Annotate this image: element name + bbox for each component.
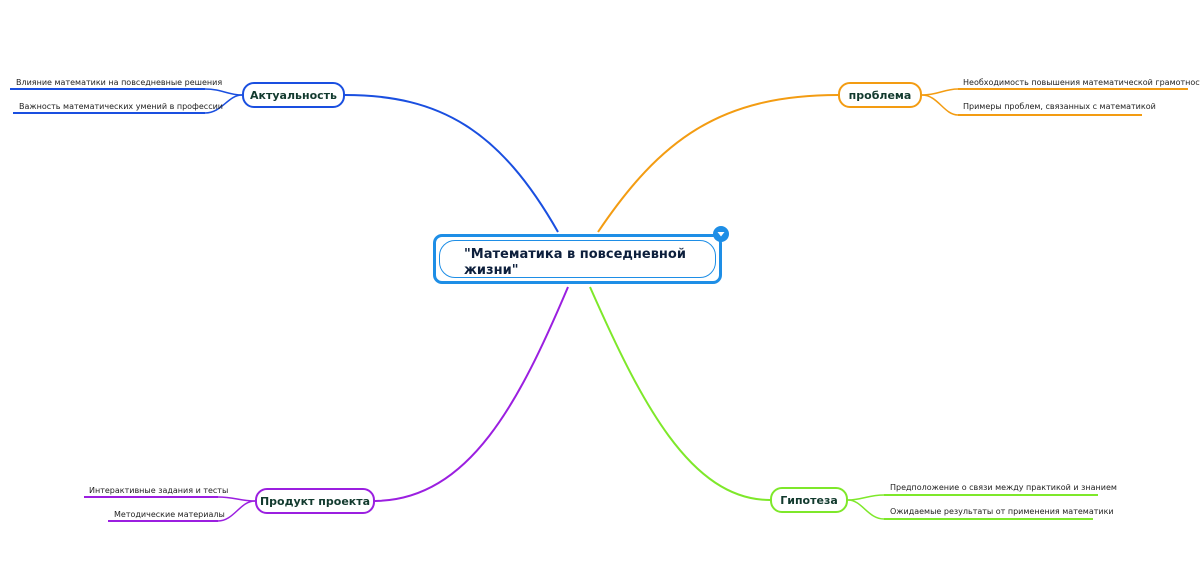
- triangle-down-icon: [717, 232, 725, 237]
- link-problem: [597, 94, 839, 233]
- link-hypothesis-leaf-1: [847, 494, 885, 501]
- link-product: [374, 286, 569, 502]
- branch-relevance-label: Актуальность: [250, 88, 337, 102]
- leaf-relevance-1[interactable]: Влияние математики на повседневные решен…: [16, 78, 223, 87]
- collapse-toggle-button[interactable]: [713, 226, 729, 242]
- link-problem-leaf-1: [921, 88, 959, 96]
- leaf-hypothesis-1[interactable]: Предположение о связи между практикой и …: [890, 483, 1117, 492]
- leaf-problem-1[interactable]: Необходимость повышения математической г…: [963, 78, 1200, 87]
- branch-hypothesis-label: Гипотеза: [780, 493, 838, 507]
- leaf-product-1[interactable]: Интерактивные задания и тесты: [89, 486, 229, 495]
- link-relevance-leaf-1: [204, 88, 243, 96]
- branch-relevance[interactable]: Актуальность: [242, 82, 345, 108]
- leaf-hypothesis-2[interactable]: Ожидаемые результаты от применения матем…: [890, 507, 1114, 516]
- central-topic[interactable]: "Математика в повседневной жизни": [433, 234, 722, 284]
- leaf-problem-2[interactable]: Примеры проблем, связанных с математикой: [963, 102, 1156, 111]
- branch-problem-label: проблема: [848, 88, 912, 102]
- link-problem-leaf-2: [921, 94, 959, 116]
- branch-product[interactable]: Продукт проекта: [255, 488, 375, 514]
- link-relevance: [344, 94, 559, 233]
- link-hypothesis-leaf-2: [847, 499, 885, 520]
- central-topic-label: "Математика в повседневной жизни": [439, 240, 716, 278]
- link-relevance-leaf-2: [204, 94, 243, 114]
- link-product-leaf-2: [217, 500, 256, 522]
- leaf-product-2[interactable]: Методические материалы: [114, 510, 225, 519]
- branch-hypothesis[interactable]: Гипотеза: [770, 487, 848, 513]
- link-product-leaf-1: [217, 496, 256, 502]
- link-hypothesis: [589, 286, 771, 501]
- branch-problem[interactable]: проблема: [838, 82, 922, 108]
- branch-product-label: Продукт проекта: [259, 494, 371, 508]
- leaf-relevance-2[interactable]: Важность математических умений в професс…: [19, 102, 223, 111]
